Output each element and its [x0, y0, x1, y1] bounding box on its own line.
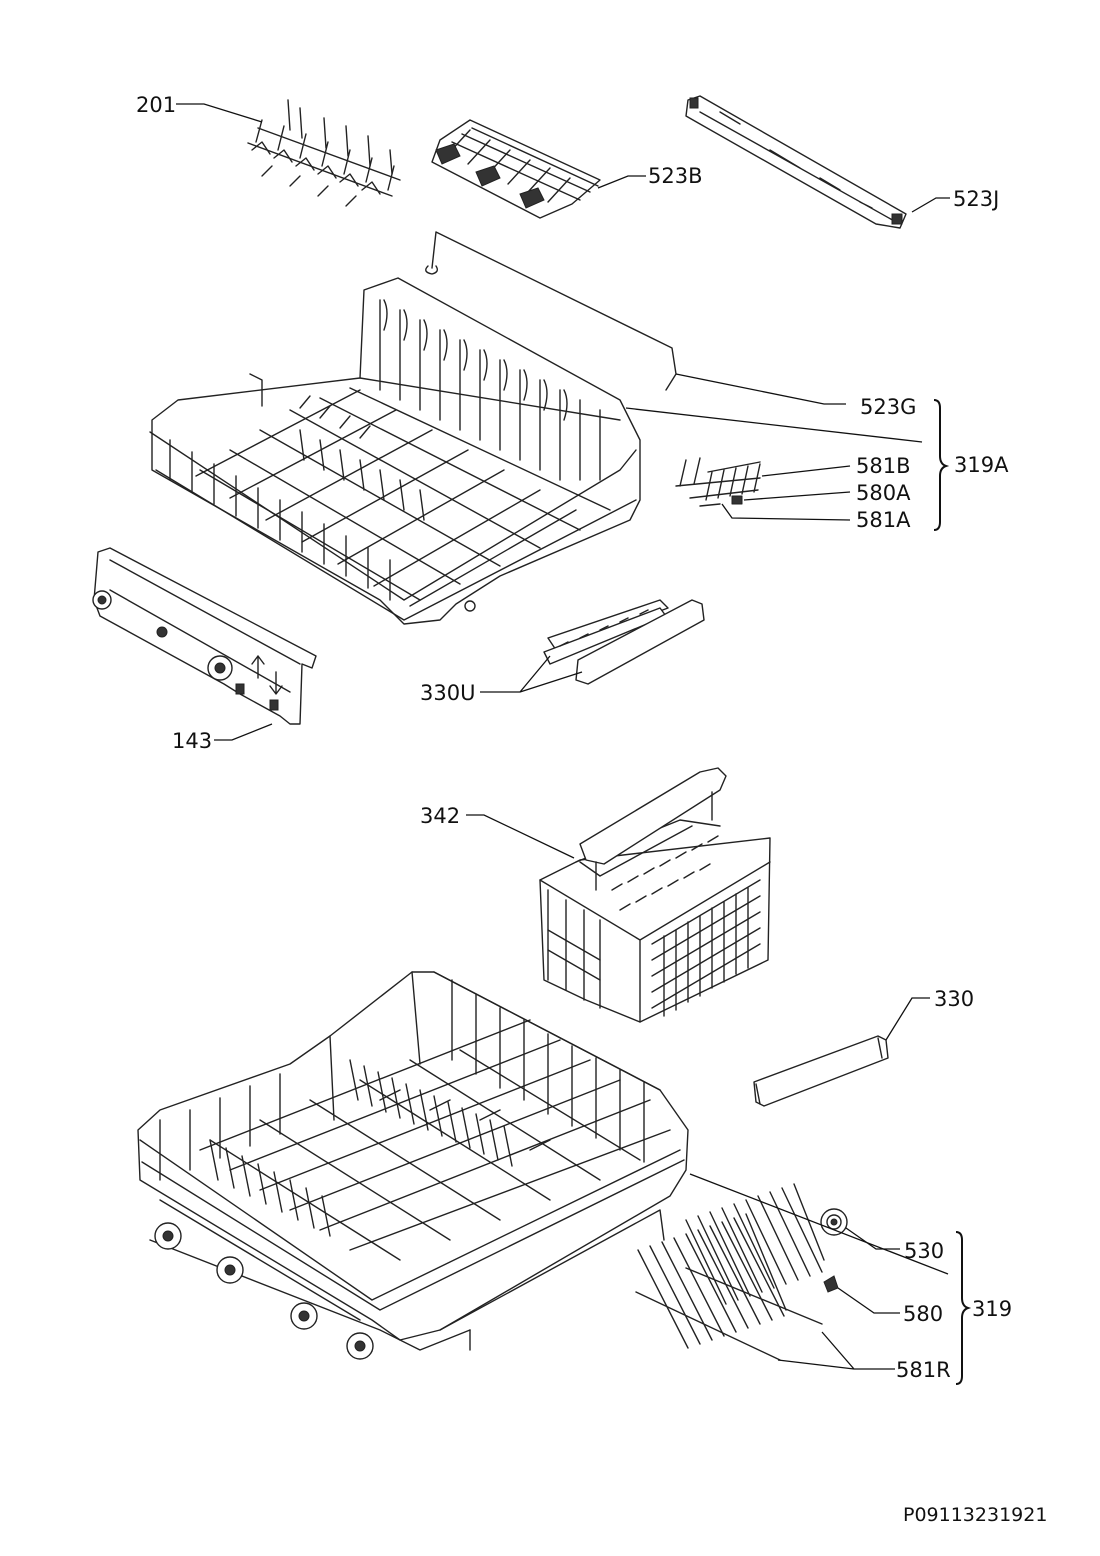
label-143: 143 [172, 729, 212, 753]
label-201: 201 [136, 93, 176, 117]
drawing-code: P09113231921 [903, 1504, 1047, 1526]
brace-319 [955, 1231, 972, 1385]
label-319: 319 [972, 1297, 1012, 1321]
part-523B-drawing [431, 119, 601, 219]
label-330: 330 [934, 987, 974, 1011]
label-581B: 581B [856, 454, 911, 478]
part-523G-drawing [425, 231, 677, 391]
part-319A-upper-basket-drawing [149, 277, 641, 625]
label-523G: 523G [860, 395, 916, 419]
part-523J-drawing [685, 95, 907, 229]
label-342: 342 [420, 804, 460, 828]
part-143-drawing [92, 547, 317, 725]
part-201-drawing [247, 99, 401, 207]
part-580-drawing [823, 1275, 839, 1293]
brace-319A [933, 399, 950, 531]
part-342-drawing [539, 767, 771, 1023]
label-523J: 523J [953, 187, 999, 211]
label-581R: 581R [896, 1358, 951, 1382]
part-530-drawing [820, 1208, 848, 1236]
label-580: 580 [903, 1302, 943, 1326]
part-330-drawing [753, 1035, 889, 1107]
label-530: 530 [904, 1239, 944, 1263]
label-330U: 330U [420, 681, 475, 705]
part-581R-drawing [635, 1183, 825, 1361]
part-labels: 201 523B 523J 523G 319A 581B 580A 581A 3… [136, 93, 1047, 1526]
part-330U-drawing [543, 599, 705, 685]
lower-basket-wheels [154, 1222, 374, 1360]
label-580A: 580A [856, 481, 911, 505]
part-581B-580A-581A-drawing [675, 457, 761, 507]
part-319-lower-basket-drawing [137, 971, 689, 1351]
group-braces [933, 399, 972, 1385]
label-523B: 523B [648, 164, 703, 188]
label-581A: 581A [856, 508, 911, 532]
leader-lines [176, 103, 950, 1370]
label-319A: 319A [954, 453, 1009, 477]
